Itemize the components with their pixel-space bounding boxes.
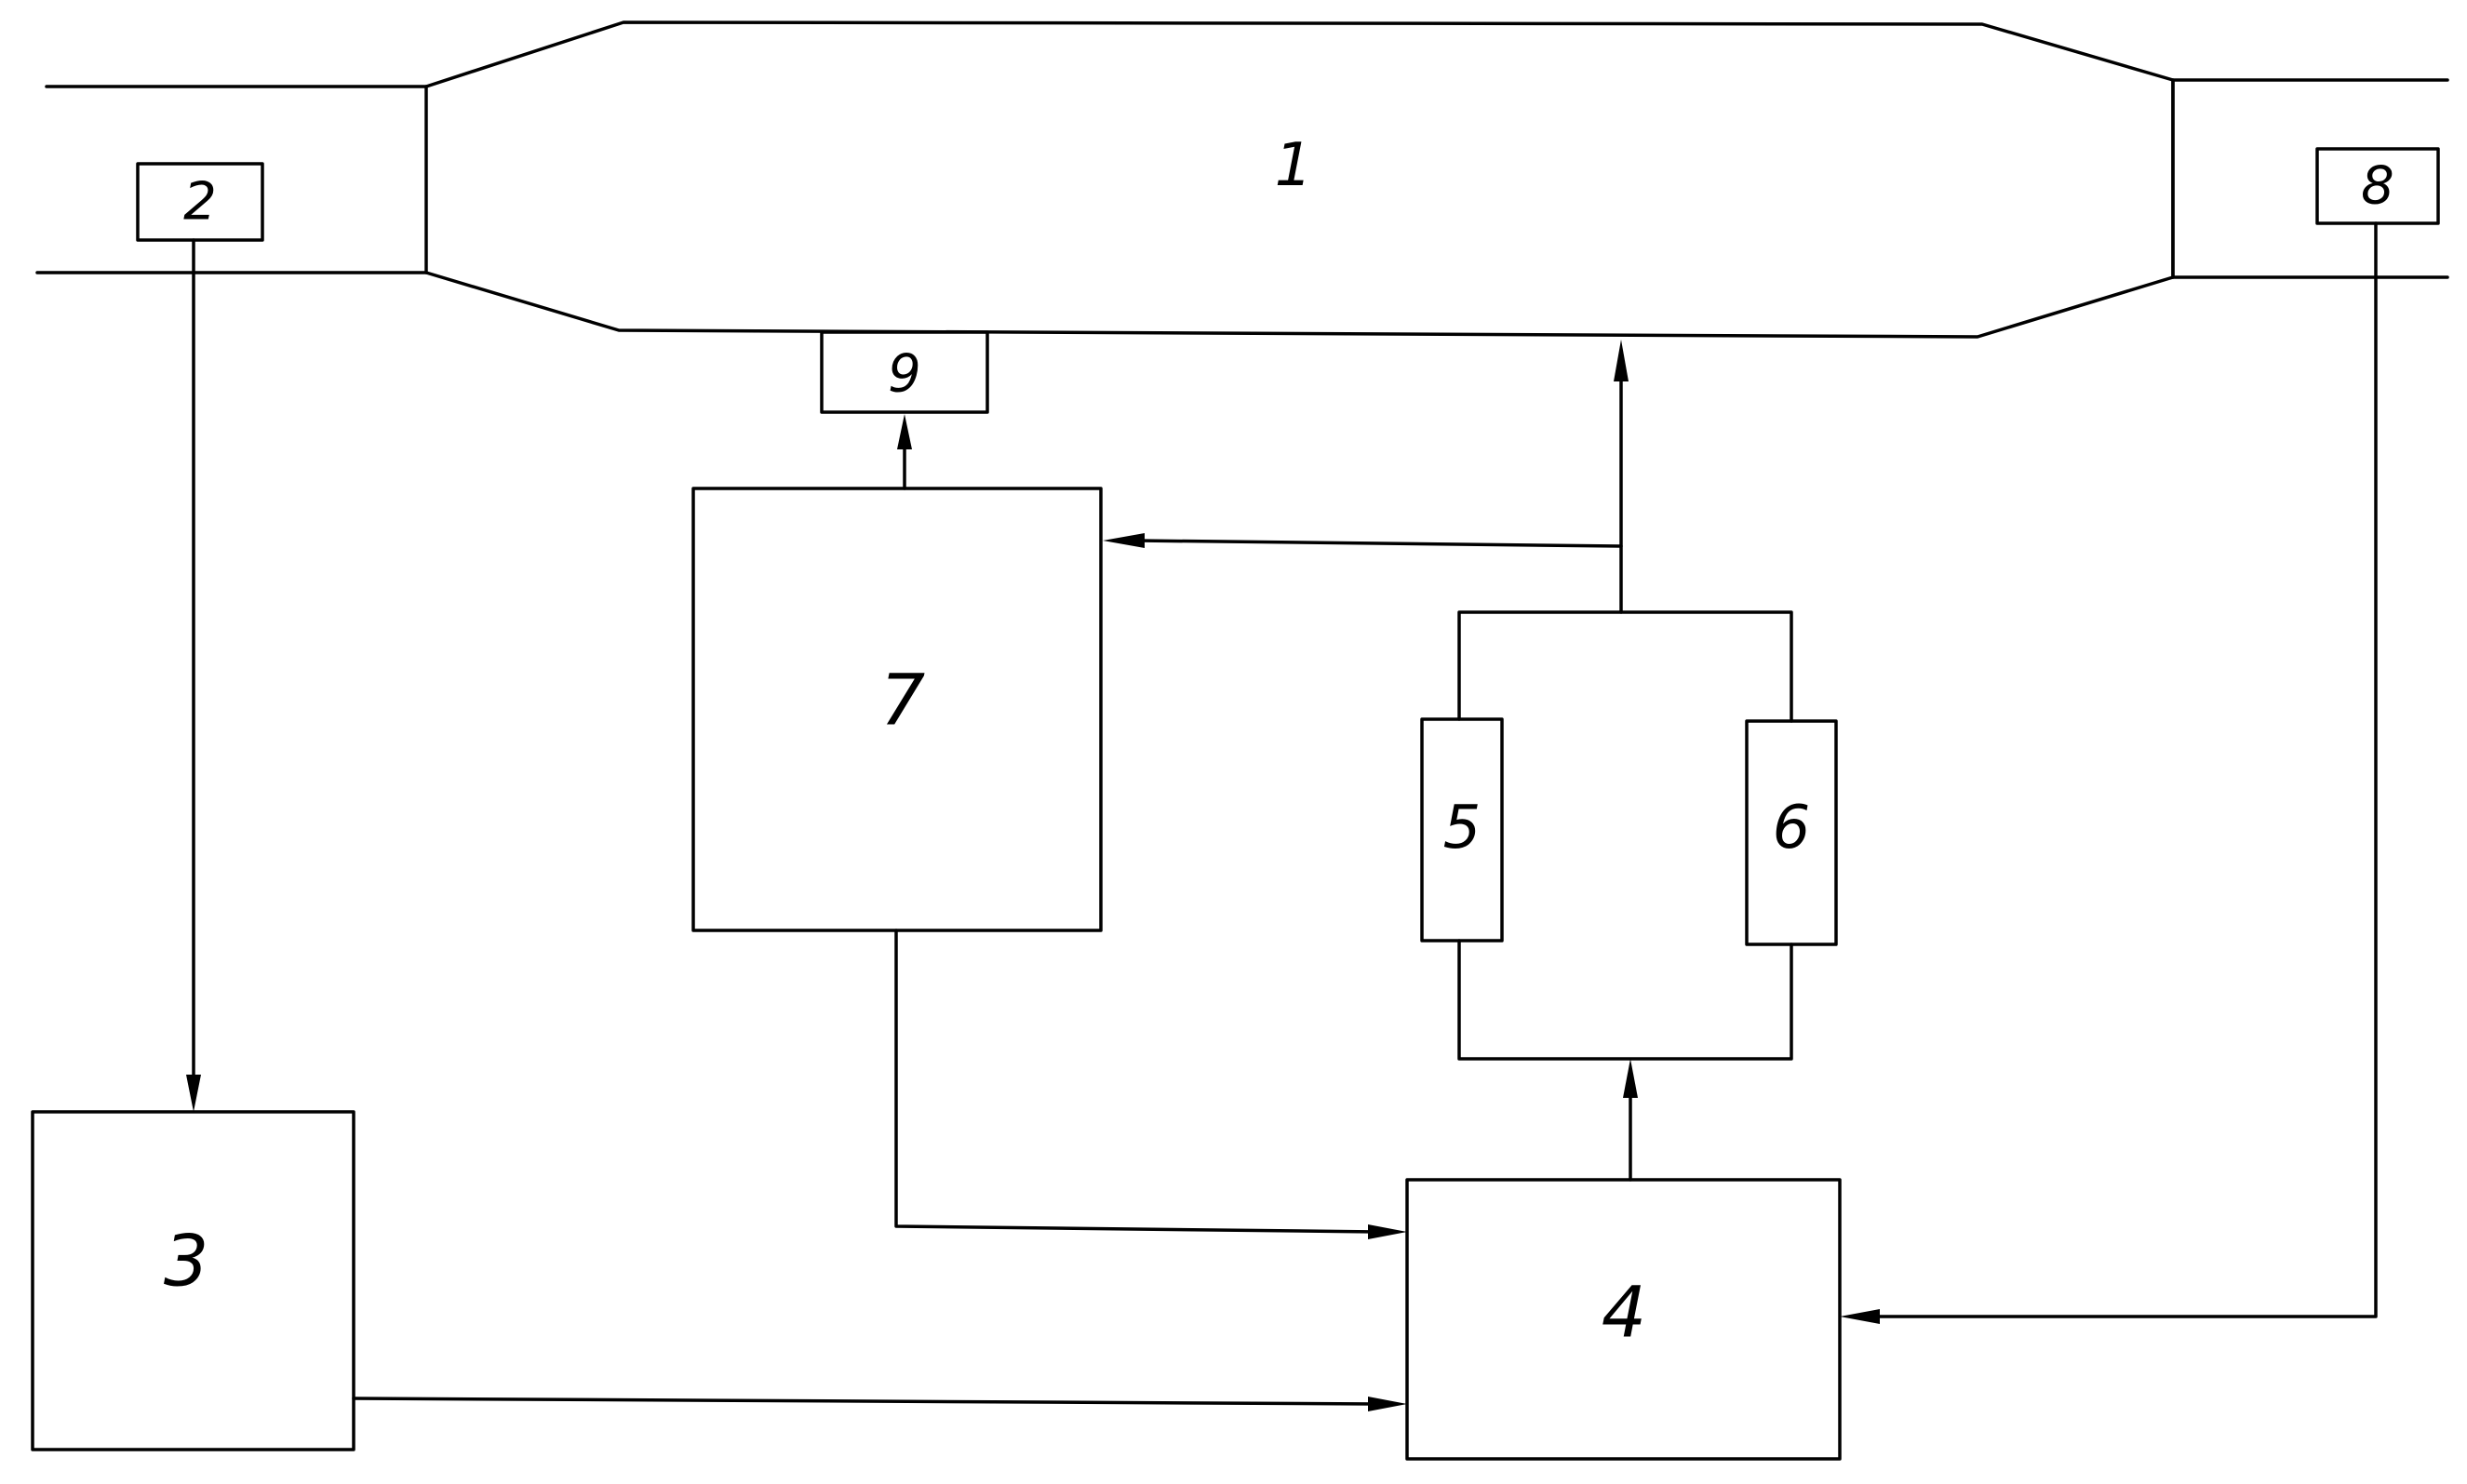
connector-heaters-to-chamber [1614, 340, 1629, 612]
block-3-label: 3 [164, 1220, 208, 1303]
connector-4-to-heaters [1623, 1059, 1638, 1180]
block-5: 5 [1422, 719, 1502, 941]
sensor-2: 2 [138, 164, 262, 240]
block-4-label: 4 [1602, 1271, 1646, 1354]
pipe-right [2173, 80, 2447, 277]
block-4: 4 [1407, 1180, 1840, 1459]
block-3: 3 [33, 1112, 354, 1450]
bus-bottom [1459, 941, 1791, 1059]
block-6-label: 6 [1773, 794, 1811, 862]
block-7-label: 7 [880, 659, 925, 742]
sensor-8-label: 8 [2361, 156, 2394, 217]
connector-8-to-4 [1840, 223, 2376, 1324]
sensor-8: 8 [2317, 149, 2438, 223]
bus-top [1459, 612, 1791, 721]
element-9-label: 9 [888, 344, 921, 405]
sensor-2-label: 2 [183, 172, 217, 233]
connector-2-to-3 [186, 240, 201, 1112]
block-7: 7 [693, 488, 1101, 930]
chamber-1-label: 1 [1275, 131, 1313, 200]
connector-7-to-9 [897, 414, 912, 488]
connector-7-to-4 [896, 930, 1407, 1239]
block-5-label: 5 [1443, 794, 1482, 862]
connector-3-to-4 [354, 1397, 1407, 1411]
pipe-left [37, 87, 426, 273]
connector-branch-to-7 [1103, 533, 1621, 548]
block-6: 6 [1747, 721, 1836, 944]
element-9: 9 [822, 332, 987, 412]
